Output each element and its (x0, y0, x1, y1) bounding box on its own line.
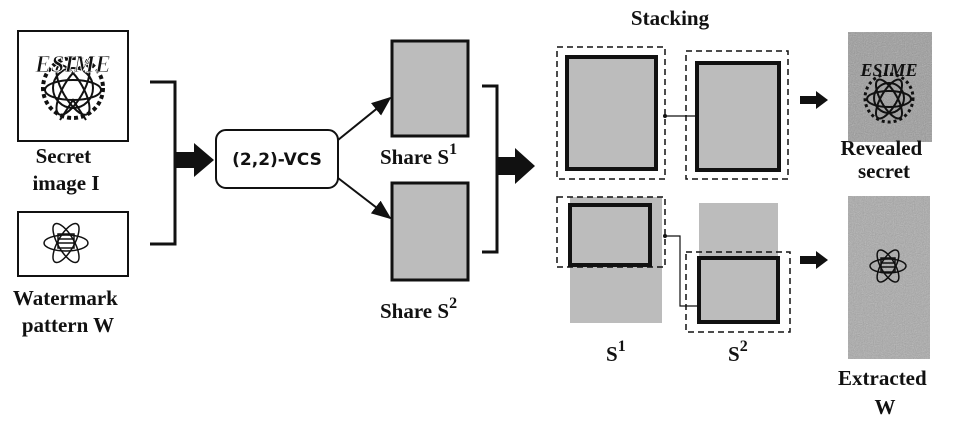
revealed-label-line2: secret (858, 159, 910, 183)
s1-label: S1 (606, 338, 626, 366)
atom-emblem-icon (43, 222, 89, 264)
watermark-image (17, 211, 129, 277)
stack-top-right-dashed (685, 50, 789, 180)
share1-rect (390, 39, 470, 138)
stack-top-left-dashed (556, 46, 666, 180)
stack-top-left-share (565, 55, 658, 171)
vcs-box: (2,2)-VCS (215, 129, 339, 189)
extracted-label-line1: Extracted (838, 366, 927, 390)
svg-text:Watermark pattern W: Watermark pattern W (13, 286, 123, 337)
stack-bottom-right-dashed (685, 251, 791, 333)
share2-rect (390, 181, 470, 282)
svg-text:Extracted W: Extracted W (838, 366, 932, 419)
stacking-title: Stacking (631, 6, 710, 30)
shares-arrow (497, 148, 535, 184)
extracted-watermark-image (848, 196, 930, 359)
input-bracket (150, 80, 177, 246)
secret-logo-text: ESIME (34, 52, 111, 78)
vcs-arrow-to-share2 (337, 177, 392, 220)
watermark-label-line2: pattern W (22, 313, 114, 337)
share2-label: Share S2 (380, 295, 457, 323)
stack-bottom-right-inner (697, 256, 780, 324)
reveal-arrow (800, 91, 828, 109)
vcs-arrow-to-share1 (337, 96, 392, 141)
secret-label-line2: image I (32, 171, 99, 195)
s2-label: S2 (728, 338, 748, 366)
revealed-label-line1: Revealed (841, 136, 923, 160)
stack-bottom-left-inner (568, 203, 652, 267)
secret-image: ESIME (17, 30, 129, 142)
vcs-label: (2,2)-VCS (232, 150, 322, 170)
watermark-label-line1: Watermark (13, 286, 118, 310)
shares-bracket (482, 84, 499, 254)
extracted-label-line2: W (875, 395, 896, 419)
stack-bottom-connector (665, 235, 699, 307)
stack-top-right-share (695, 61, 781, 172)
extract-arrow (800, 251, 828, 269)
revealed-secret-image: ESIME (848, 32, 932, 142)
secret-label-line1: Secret (36, 144, 92, 168)
svg-text:Revealed secret: Revealed secret (841, 136, 928, 183)
input-arrow (175, 143, 214, 177)
gear-emblem-icon (41, 56, 105, 121)
share1-label: Share S1 (380, 141, 457, 169)
revealed-logo-text: ESIME (859, 60, 917, 80)
svg-text:Secret image I: Secret image I (32, 144, 99, 195)
